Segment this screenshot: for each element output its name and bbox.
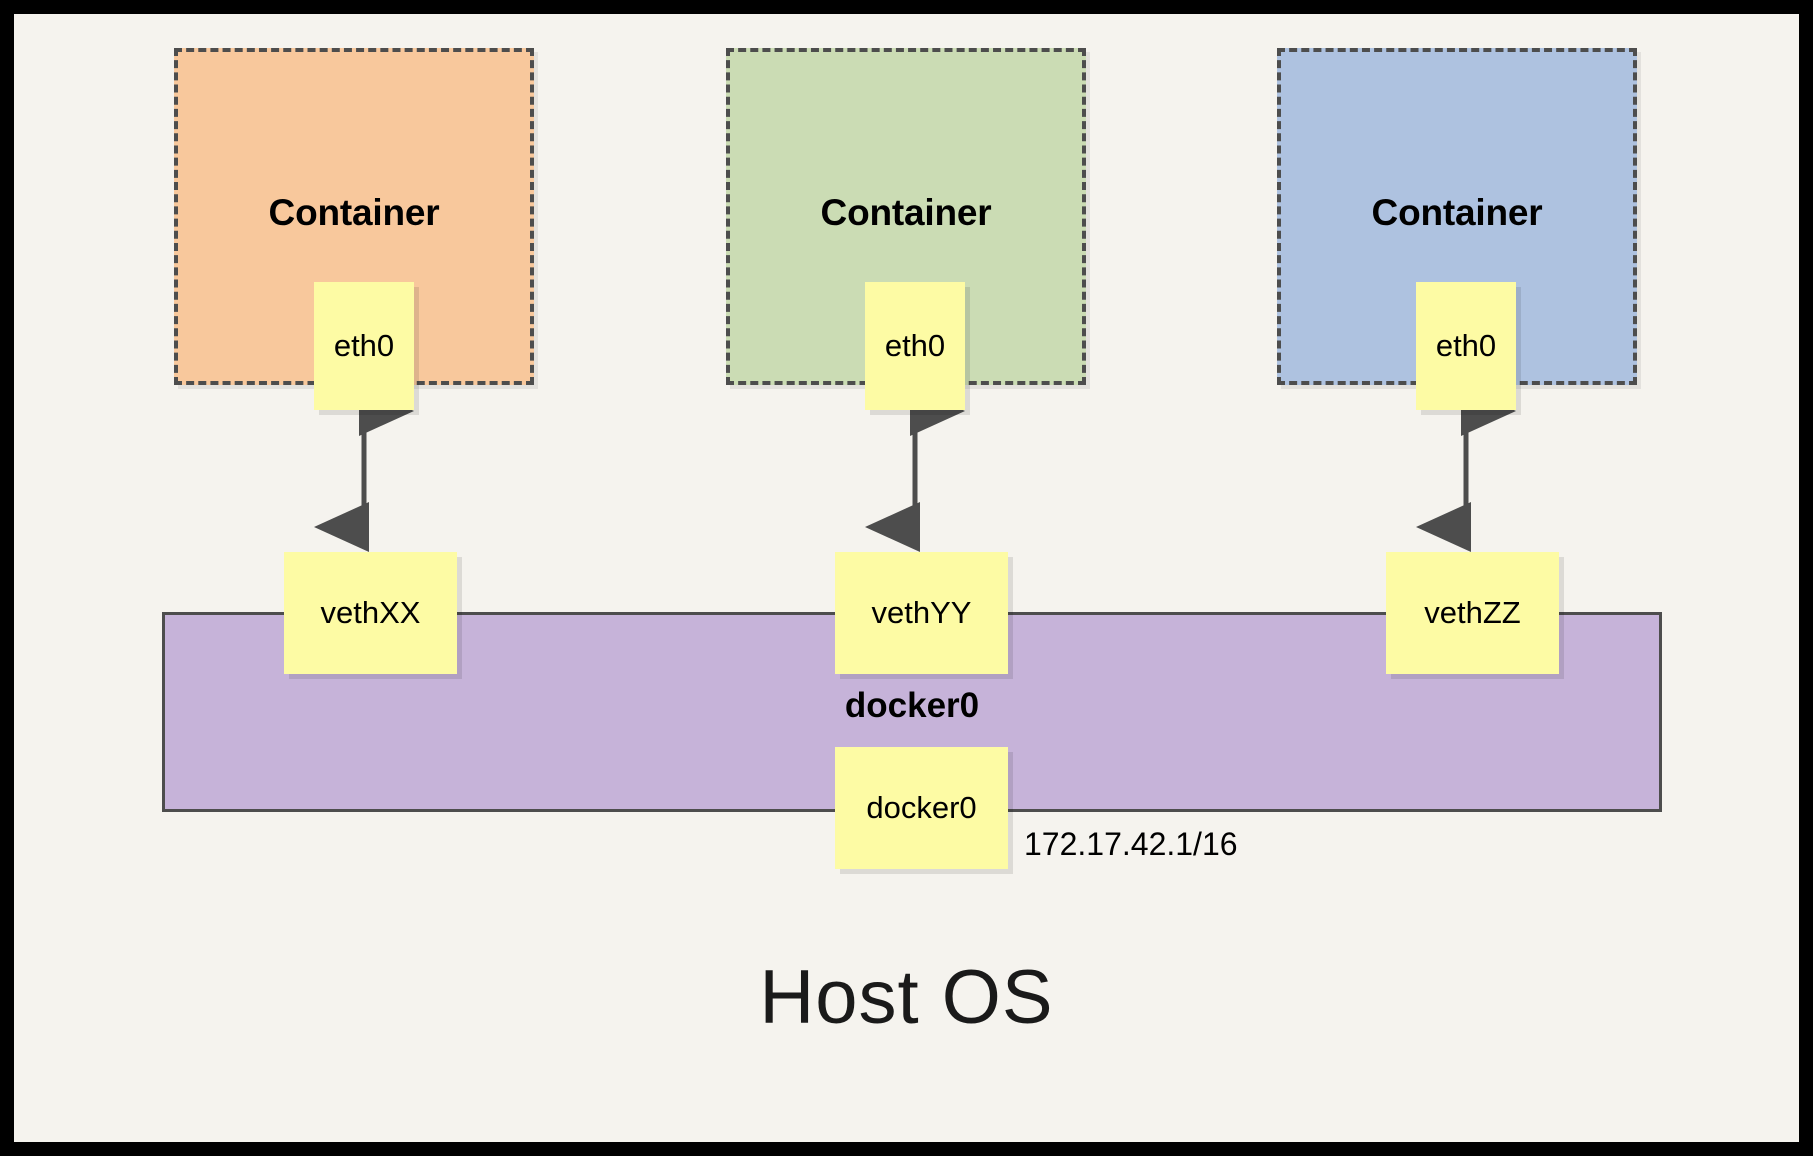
- docker0-interface-box: docker0: [835, 747, 1008, 869]
- veth-box-1: vethXX: [284, 552, 457, 674]
- container-title-3: Container: [1371, 192, 1543, 233]
- docker0-interface-label: docker0: [866, 790, 977, 825]
- veth-label-2: vethYY: [871, 595, 972, 630]
- container-eth0-box-1: eth0: [314, 282, 414, 410]
- container-eth0-box-2: eth0: [865, 282, 965, 410]
- container-title-1: Container: [268, 192, 440, 233]
- diagram-stage: Container eth0 Container eth0 Container …: [14, 14, 1799, 1142]
- container-eth0-label-2: eth0: [884, 328, 946, 363]
- veth-label-3: vethZZ: [1424, 595, 1521, 630]
- container-eth0-box-3: eth0: [1416, 282, 1516, 410]
- veth-box-2: vethYY: [835, 552, 1008, 674]
- arrow-eth0-to-vethzz: [1416, 386, 1516, 552]
- container-title-2: Container: [820, 192, 992, 233]
- docker0-ip-address: 172.17.42.1/16: [1024, 826, 1238, 862]
- host-os-label: Host OS: [759, 955, 1054, 1040]
- veth-box-3: vethZZ: [1386, 552, 1559, 674]
- container-eth0-label-1: eth0: [333, 328, 395, 363]
- docker0-bridge-title: docker0: [844, 686, 980, 725]
- container-eth0-label-3: eth0: [1435, 328, 1497, 363]
- veth-label-1: vethXX: [320, 595, 421, 630]
- arrow-eth0-to-vethyy: [865, 386, 965, 552]
- arrow-eth0-to-vethxx: [314, 386, 414, 552]
